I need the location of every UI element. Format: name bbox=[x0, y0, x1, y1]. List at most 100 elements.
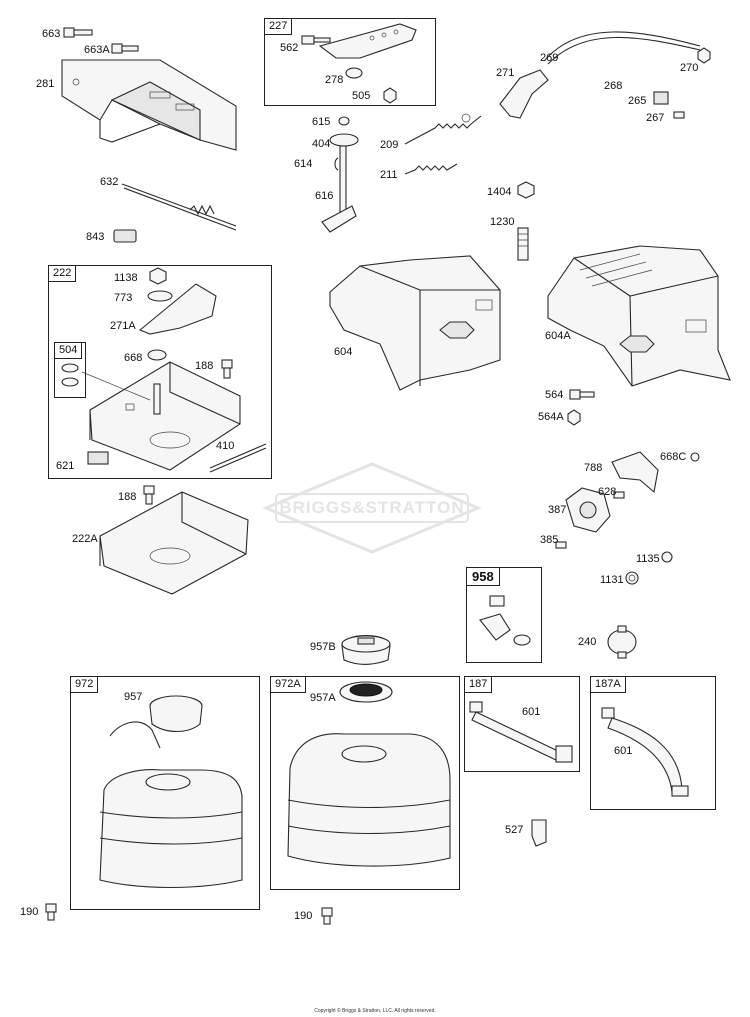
screw-663A bbox=[111, 43, 139, 54]
control-plate-222A bbox=[99, 485, 249, 595]
label-268: 268 bbox=[604, 80, 623, 92]
label-668: 668 bbox=[124, 352, 143, 364]
label-1404: 1404 bbox=[487, 186, 512, 198]
label-505: 505 bbox=[352, 90, 371, 102]
screw-564 bbox=[569, 389, 595, 400]
blower-housing-604A bbox=[547, 245, 731, 387]
screw-190-left bbox=[45, 903, 57, 921]
label-788: 788 bbox=[584, 462, 603, 474]
nut-1404 bbox=[517, 181, 535, 199]
label-604A: 604A bbox=[545, 330, 571, 342]
fuel-line-187A bbox=[601, 707, 689, 797]
label-281: 281 bbox=[36, 78, 55, 90]
label-628: 628 bbox=[598, 486, 617, 498]
box-972A-tag: 972A bbox=[270, 676, 306, 693]
box-972-tag: 972 bbox=[70, 676, 99, 693]
label-271A: 271A bbox=[110, 320, 136, 332]
box-504: 504 bbox=[54, 342, 86, 398]
label-209: 209 bbox=[380, 139, 399, 151]
label-1131: 1131 bbox=[600, 574, 624, 586]
box-227: 227 bbox=[264, 18, 436, 106]
box-222: 222 bbox=[48, 265, 272, 479]
control-bracket-281 bbox=[61, 59, 237, 151]
fuel-filter-240 bbox=[607, 625, 637, 659]
label-278: 278 bbox=[325, 74, 344, 86]
watermark-text: BRIGGS&STRATTON bbox=[279, 498, 465, 517]
label-1135: 1135 bbox=[636, 553, 660, 565]
label-1230: 1230 bbox=[490, 216, 515, 228]
lever-227 bbox=[301, 23, 417, 104]
label-668C: 668C bbox=[660, 451, 687, 463]
fuel-cap-957B bbox=[341, 635, 391, 666]
label-270: 270 bbox=[680, 62, 699, 74]
label-564A: 564A bbox=[538, 411, 564, 423]
label-222A: 222A bbox=[72, 533, 98, 545]
box-958-tag: 958 bbox=[466, 567, 500, 586]
screw-190-right bbox=[321, 907, 333, 925]
clip-843 bbox=[113, 229, 137, 243]
label-843: 843 bbox=[86, 231, 105, 243]
control-plate-222 bbox=[61, 267, 267, 473]
blower-housing-604 bbox=[329, 255, 501, 391]
box-972A: 972A bbox=[270, 676, 460, 890]
box-187-tag: 187 bbox=[464, 676, 493, 693]
label-188-top: 188 bbox=[195, 360, 214, 372]
fuel-line-187 bbox=[469, 701, 573, 763]
label-604: 604 bbox=[334, 346, 353, 358]
fuel-shutoff-958 bbox=[479, 595, 531, 646]
bracket-788 bbox=[611, 451, 700, 494]
label-269: 269 bbox=[540, 52, 559, 64]
screw-663 bbox=[63, 27, 93, 38]
label-387: 387 bbox=[548, 504, 567, 516]
box-222-tag: 222 bbox=[48, 265, 77, 282]
box-187A: 187A bbox=[590, 676, 716, 810]
label-1138: 1138 bbox=[114, 272, 138, 284]
label-621: 621 bbox=[56, 460, 75, 472]
label-190-left: 190 bbox=[20, 906, 39, 918]
label-562: 562 bbox=[280, 42, 299, 54]
label-564: 564 bbox=[545, 389, 564, 401]
clamp-1135 bbox=[661, 551, 673, 563]
spring-209 bbox=[404, 113, 482, 145]
clip-527 bbox=[531, 819, 547, 847]
stud-1230 bbox=[517, 227, 529, 261]
screw-564A bbox=[567, 409, 581, 426]
label-957: 957 bbox=[124, 691, 143, 703]
throttle-cable-269 bbox=[499, 31, 711, 119]
box-227-tag: 227 bbox=[264, 18, 293, 35]
label-663: 663 bbox=[42, 28, 61, 40]
label-615: 615 bbox=[312, 116, 331, 128]
fuel-tank-972 bbox=[99, 695, 243, 889]
label-271: 271 bbox=[496, 67, 515, 79]
label-601-187A: 601 bbox=[614, 745, 633, 757]
label-265: 265 bbox=[628, 95, 647, 107]
label-663A: 663A bbox=[84, 44, 110, 56]
label-190-right: 190 bbox=[294, 910, 313, 922]
label-614: 614 bbox=[294, 158, 313, 170]
label-211: 211 bbox=[380, 169, 398, 181]
box-187: 187 bbox=[464, 676, 580, 772]
governor-link-632 bbox=[121, 183, 237, 231]
label-957B: 957B bbox=[310, 641, 336, 653]
brand-watermark: BRIGGS&STRATTON bbox=[262, 462, 482, 554]
label-404: 404 bbox=[312, 138, 331, 150]
fuel-tank-972A bbox=[287, 681, 451, 867]
label-385: 385 bbox=[540, 534, 559, 546]
governor-shaft-616 bbox=[321, 116, 359, 233]
label-632: 632 bbox=[100, 176, 119, 188]
label-410: 410 bbox=[216, 440, 235, 452]
label-240: 240 bbox=[578, 636, 597, 648]
label-957A: 957A bbox=[310, 692, 336, 704]
spring-211 bbox=[404, 163, 458, 175]
label-267: 267 bbox=[646, 112, 665, 124]
label-601-187: 601 bbox=[522, 706, 541, 718]
clamp-1131 bbox=[625, 571, 639, 585]
box-187A-tag: 187A bbox=[590, 676, 626, 693]
fuel-pump-387 bbox=[555, 487, 625, 549]
label-773: 773 bbox=[114, 292, 133, 304]
box-958: 958 bbox=[466, 567, 542, 663]
box-972: 972 bbox=[70, 676, 260, 910]
box-504-tag: 504 bbox=[54, 342, 83, 359]
label-188-bottom: 188 bbox=[118, 491, 137, 503]
label-616: 616 bbox=[315, 190, 334, 202]
